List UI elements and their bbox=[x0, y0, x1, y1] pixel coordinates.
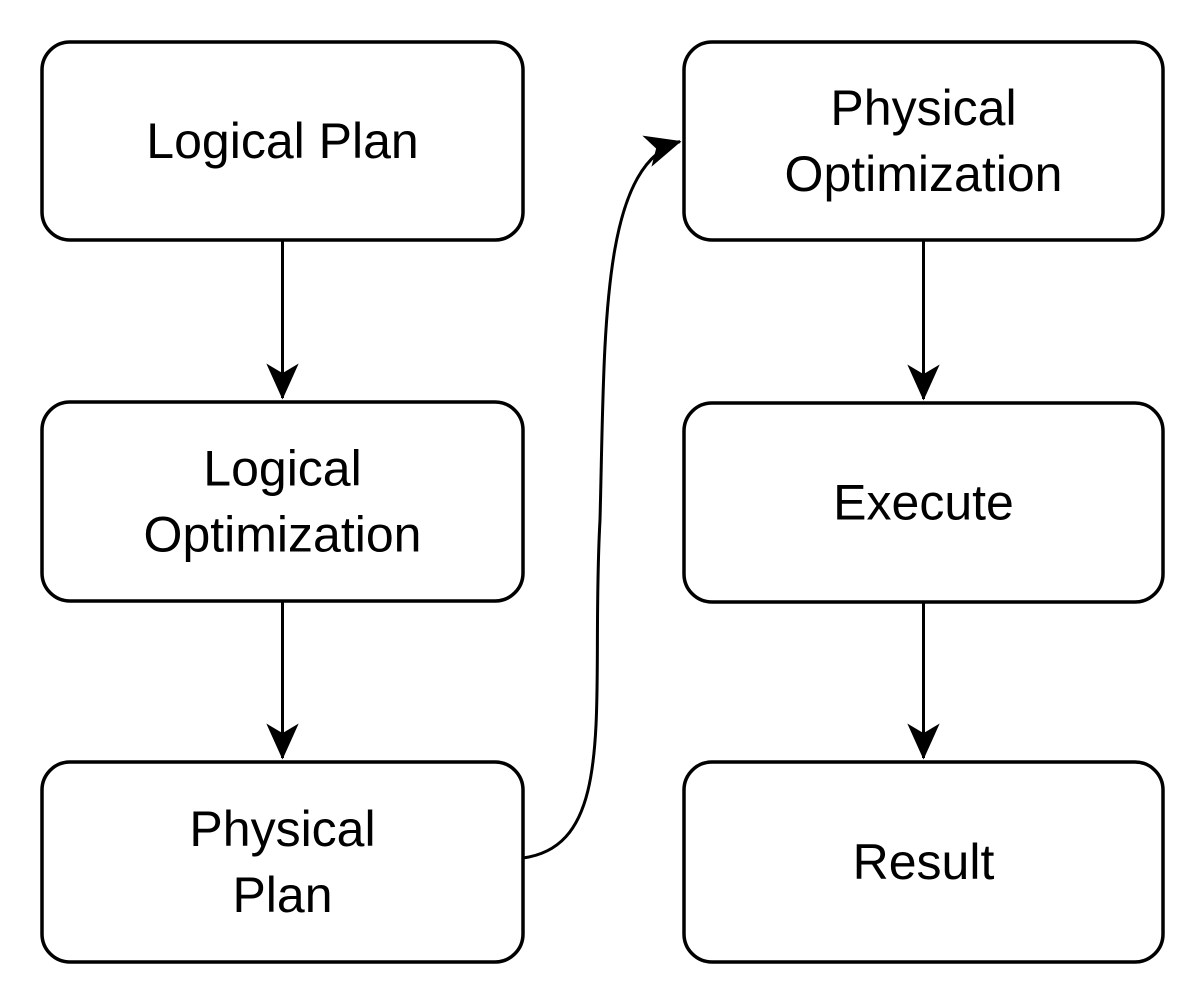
node-physical-optimization-box bbox=[682, 40, 1165, 242]
node-logical-optimization-label-line1: Logical bbox=[203, 441, 361, 497]
node-physical-optimization-label-line1: Physical bbox=[830, 80, 1016, 136]
node-logical-plan-box bbox=[40, 40, 525, 242]
edge-physical-plan-to-physical-optimization bbox=[522, 135, 682, 860]
node-execute-label: Execute bbox=[833, 475, 1014, 531]
node-physical-plan-box bbox=[40, 760, 525, 964]
node-physical-plan: Physical Plan bbox=[40, 760, 525, 964]
node-logical-plan: Logical Plan bbox=[40, 40, 525, 242]
node-execute-box bbox=[682, 401, 1165, 604]
node-logical-plan-label: Logical Plan bbox=[146, 113, 418, 169]
node-physical-optimization: Physical Optimization bbox=[682, 40, 1165, 242]
node-logical-optimization-label-line2: Optimization bbox=[144, 507, 422, 563]
node-physical-optimization-label-line2: Optimization bbox=[785, 146, 1063, 202]
node-execute: Execute bbox=[682, 401, 1165, 604]
node-physical-plan-label-line2: Plan bbox=[232, 867, 332, 923]
node-result-box bbox=[682, 760, 1165, 964]
node-result: Result bbox=[682, 760, 1165, 964]
node-logical-optimization: Logical Optimization bbox=[40, 400, 525, 603]
node-result-label: Result bbox=[853, 834, 995, 890]
node-physical-plan-label-line1: Physical bbox=[189, 801, 375, 857]
node-logical-optimization-box bbox=[40, 400, 525, 603]
